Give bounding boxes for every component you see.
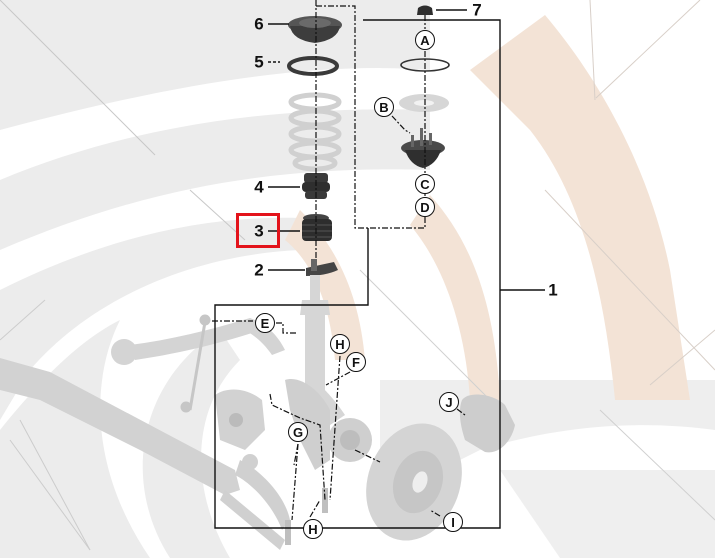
part-number-1[interactable]: 1 bbox=[548, 280, 558, 300]
part-3-protective-boot bbox=[302, 214, 332, 241]
reference-b: B bbox=[374, 97, 394, 117]
brake-disc bbox=[366, 423, 462, 541]
assembly-bracket-1 bbox=[214, 19, 501, 529]
reference-a: A bbox=[415, 30, 435, 50]
steering-rack bbox=[0, 358, 265, 495]
reference-c: C bbox=[415, 174, 435, 194]
reference-h-lower: H bbox=[303, 519, 323, 539]
part-number-3[interactable]: 3 bbox=[254, 221, 264, 241]
reference-e: E bbox=[255, 313, 275, 333]
strut-mount bbox=[401, 128, 445, 168]
part-2-lower-spring-seat bbox=[306, 259, 338, 276]
bearing-plate bbox=[399, 94, 449, 112]
part-number-5[interactable]: 5 bbox=[254, 52, 264, 72]
part-number-6[interactable]: 6 bbox=[254, 14, 264, 34]
part-6-top-cap bbox=[288, 16, 342, 43]
reference-g: G bbox=[288, 422, 308, 442]
reference-h-upper: H bbox=[330, 334, 350, 354]
reference-f: F bbox=[346, 352, 366, 372]
highlight-box-part-3 bbox=[236, 213, 280, 248]
part-number-2[interactable]: 2 bbox=[254, 260, 264, 280]
part-number-4[interactable]: 4 bbox=[254, 177, 264, 197]
reference-i: I bbox=[443, 512, 463, 532]
part-number-7[interactable]: 7 bbox=[472, 0, 482, 20]
reference-j: J bbox=[439, 392, 459, 412]
part-7-cap bbox=[417, 5, 433, 15]
bolt-h bbox=[285, 488, 328, 545]
stabilizer-link bbox=[180, 314, 211, 413]
reference-d: D bbox=[415, 197, 435, 217]
tie-rod bbox=[220, 454, 290, 550]
coil-spring bbox=[288, 92, 342, 172]
part-5-spring-seat bbox=[287, 56, 339, 76]
steering-knuckle bbox=[285, 379, 372, 470]
brake-caliper bbox=[459, 394, 515, 453]
